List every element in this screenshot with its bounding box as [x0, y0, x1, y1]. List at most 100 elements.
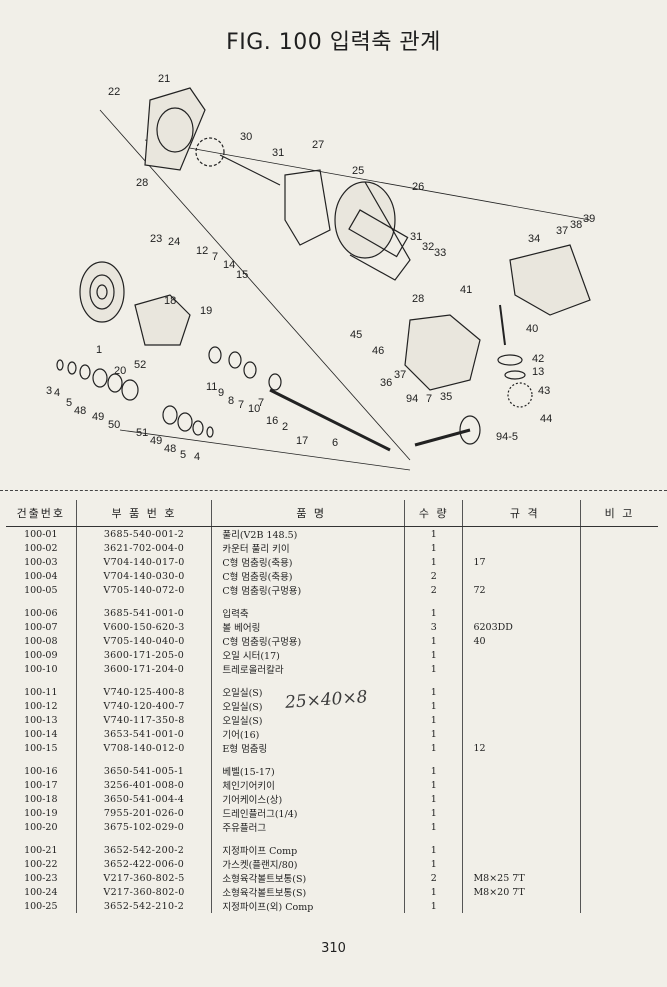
cell-part-name: C형 멈춤링(구멍용) [211, 634, 405, 648]
cell-spec [462, 834, 582, 843]
cell-remarks [581, 755, 658, 764]
callout: 7 [426, 393, 432, 405]
cell-quantity: 1 [404, 662, 464, 676]
cell-spec: 6203DD [462, 620, 582, 634]
cell-remarks [581, 662, 658, 676]
cell-item-no: 100-03 [6, 555, 77, 569]
cell-remarks [581, 620, 658, 634]
cell-part-no: 3685-540-001-2 [76, 526, 213, 541]
callout: 37 [394, 369, 406, 381]
cell-quantity: 1 [404, 648, 464, 662]
callout: 35 [440, 391, 452, 403]
cell-item-no: 100-22 [6, 857, 77, 871]
cell-quantity: 1 [404, 820, 464, 834]
callout: 10 [248, 403, 260, 415]
cell-quantity: 1 [404, 885, 464, 899]
cell-remarks [581, 606, 658, 620]
cell-part-name: 지정파이프(외) Comp [211, 899, 405, 913]
cell-quantity [404, 834, 464, 843]
cell-part-no: V704-140-030-0 [76, 569, 213, 583]
cell-part-no: V705-140-072-0 [76, 583, 213, 597]
cell-item-no: 100-19 [6, 806, 77, 820]
callout: 44 [540, 413, 552, 425]
cell-spec: 17 [462, 555, 582, 569]
cell-item-no: 100-13 [6, 713, 77, 727]
cell-quantity: 1 [404, 606, 464, 620]
cell-part-name: 오일실(S) [211, 699, 405, 713]
cell-part-name: 주유플러그 [211, 820, 405, 834]
cell-item-no: 100-04 [6, 569, 77, 583]
callout: 11 [206, 381, 217, 393]
callout: 6 [332, 437, 338, 449]
callout: 94-5 [496, 431, 518, 443]
cell-part-name: E형 멈춤링 [211, 741, 405, 755]
cell-item-no: 100-10 [6, 662, 77, 676]
cell-part-no: 3650-541-004-4 [76, 792, 213, 806]
cell-part-no [76, 755, 213, 764]
cell-remarks [581, 685, 658, 699]
cell-spec [462, 727, 582, 741]
cell-quantity: 3 [404, 620, 464, 634]
cell-quantity: 1 [404, 526, 464, 541]
cell-remarks [581, 843, 658, 857]
cell-part-name: 기어케이스(상) [211, 792, 405, 806]
cell-item-no: 100-21 [6, 843, 77, 857]
cell-quantity: 1 [404, 541, 464, 555]
cell-spec [462, 597, 582, 606]
callout: 5 [180, 449, 186, 461]
callout: 41 [460, 284, 472, 296]
cell-spec [462, 806, 582, 820]
cell-remarks [581, 741, 658, 755]
header-part-no: 부 품 번 호 [76, 500, 213, 527]
cell-spec [462, 541, 582, 555]
callout: 26 [412, 181, 424, 193]
cell-quantity: 1 [404, 713, 464, 727]
cell-item-no: 100-14 [6, 727, 77, 741]
cell-spec [462, 569, 582, 583]
cell-part-name: 트레로올러칼라 [211, 662, 405, 676]
cell-quantity [404, 597, 464, 606]
callout: 32 [422, 241, 434, 253]
cell-remarks [581, 634, 658, 648]
cell-part-name: C형 멈춤링(축용) [211, 569, 405, 583]
cell-item-no: 100-09 [6, 648, 77, 662]
cell-part-no: 3600-171-205-0 [76, 648, 213, 662]
cell-part-name [211, 597, 405, 606]
cell-part-name [211, 834, 405, 843]
cell-remarks [581, 778, 658, 792]
callout: 27 [312, 139, 324, 151]
cell-quantity: 1 [404, 555, 464, 569]
cell-part-no: 3652-422-006-0 [76, 857, 213, 871]
header-spec: 규 격 [462, 500, 582, 527]
cell-item-no: 100-24 [6, 885, 77, 899]
callout: 7 [212, 251, 218, 263]
table-row [6, 755, 658, 764]
callout: 16 [266, 415, 278, 427]
cell-spec [462, 662, 582, 676]
callout: 7 [258, 397, 264, 409]
cell-item-no: 100-20 [6, 820, 77, 834]
cell-item-no: 100-17 [6, 778, 77, 792]
callout: 17 [296, 435, 308, 447]
cell-part-name: 오일실(S) [211, 685, 405, 699]
cell-quantity [404, 676, 464, 685]
cell-part-name: 입력축 [211, 606, 405, 620]
header-item-no: 건출번호 [6, 500, 77, 527]
figure-title: FIG. 100 입력축 관계 [226, 30, 441, 55]
cell-item-no: 100-02 [6, 541, 77, 555]
cell-item-no [6, 755, 77, 764]
table-row [6, 597, 658, 606]
